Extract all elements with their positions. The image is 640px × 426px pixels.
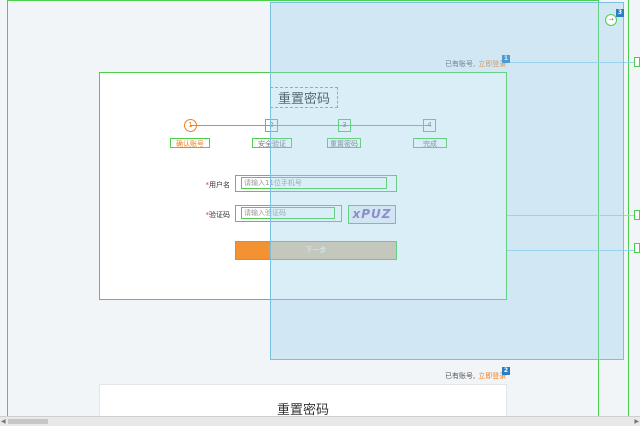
username-placeholder: 请输入11位手机号	[241, 177, 387, 189]
login-now-link[interactable]: 立即登录	[478, 372, 507, 380]
step-1-node: 1	[184, 119, 197, 132]
login-prompt-text: 已有账号,	[445, 372, 476, 380]
step-1-label: 确认账号	[170, 138, 210, 148]
annotation-badge-1: 1	[502, 55, 510, 63]
guide-vline	[598, 0, 599, 418]
horizontal-scrollbar[interactable]: ◀ ▶	[0, 416, 640, 426]
code-input[interactable]: 请输入验证码	[235, 205, 342, 222]
step-2-label: 安全验证	[252, 138, 292, 148]
scrollbar-thumb[interactable]	[8, 419, 48, 424]
guide-hline	[400, 250, 640, 251]
code-label: *验证码	[205, 211, 231, 219]
code-placeholder: 请输入验证码	[241, 207, 335, 219]
top-login-link: 已有账号,立即登录	[445, 59, 506, 69]
selection-overlay[interactable]	[270, 2, 624, 360]
next-step-button[interactable]: 下一步	[235, 241, 397, 260]
annotation-badge-2: 2	[502, 367, 510, 375]
guide-hline	[510, 62, 640, 63]
step-4-label: 完成	[413, 138, 447, 148]
login-now-link[interactable]: 立即登录	[478, 60, 507, 68]
username-label: *用户名	[205, 181, 231, 189]
step-3-label: 重置密码	[327, 138, 361, 148]
annotation-badge-3: 3	[616, 9, 624, 17]
captcha-image[interactable]: xPUZ	[348, 205, 396, 224]
login-prompt-text: 已有账号,	[445, 60, 476, 68]
card-title-2: 重置密码	[276, 403, 329, 418]
step-3-node: 3	[338, 119, 351, 132]
next-step-label: 下一步	[305, 246, 327, 254]
guide-hline	[400, 215, 640, 216]
step-progress-line	[190, 125, 430, 126]
circle-arrow-icon[interactable]: →	[605, 14, 617, 26]
right-edge-marker	[634, 210, 640, 220]
step-4-node: 4	[423, 119, 436, 132]
guide-vline-right	[628, 0, 629, 418]
bottom-login-link: 已有账号,立即登录	[445, 371, 506, 381]
scroll-right-icon[interactable]: ▶	[634, 418, 639, 425]
right-edge-marker	[634, 57, 640, 67]
button-accent-block	[236, 242, 271, 259]
scroll-left-icon[interactable]: ◀	[1, 418, 6, 425]
right-edge-marker	[634, 243, 640, 253]
username-input[interactable]: 请输入11位手机号	[235, 175, 397, 192]
step-2-node: 2	[265, 119, 278, 132]
